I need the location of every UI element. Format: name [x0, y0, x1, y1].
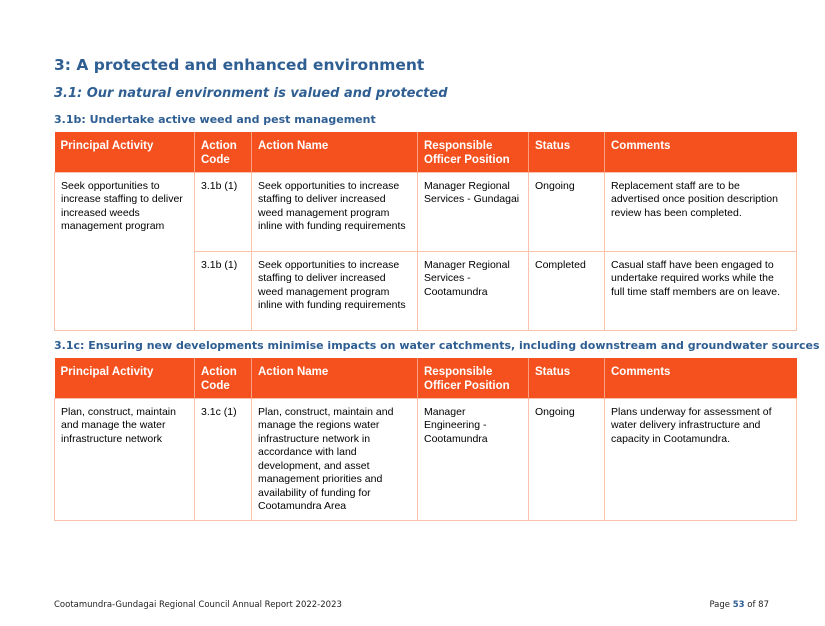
- column-header-action-name: Action Name: [251, 358, 418, 398]
- subsection-title: 3.1: Our natural environment is valued a…: [54, 86, 448, 101]
- officer-cell: Manager Regional Services - Gundagai: [417, 171, 529, 252]
- column-header-status: Status: [528, 132, 605, 172]
- column-header-responsible-officer: Responsible Officer Position: [417, 132, 529, 172]
- column-header-action-code: Action Code: [194, 358, 252, 398]
- comments-cell: Replacement staff are to be advertised o…: [604, 171, 797, 252]
- action-code-cell: 3.1c (1): [194, 397, 252, 521]
- action-name-cell: Seek opportunities to increase staffing …: [251, 171, 418, 252]
- total-pages: 87: [758, 600, 769, 610]
- action-name-cell: Seek opportunities to increase staffing …: [251, 250, 418, 331]
- column-header-comments: Comments: [604, 132, 797, 172]
- table-heading-3-1c: 3.1c: Ensuring new developments minimise…: [54, 339, 820, 352]
- status-cell: Completed: [528, 250, 605, 331]
- current-page: 53: [732, 600, 745, 610]
- page-prefix: Page: [709, 600, 731, 610]
- table-row: Seek opportunities to increase staffing …: [54, 171, 797, 331]
- action-code-cell: 3.1b (1): [194, 171, 252, 252]
- action-code-cell: 3.1b (1): [194, 250, 252, 331]
- footer-page-number: Page 53 of 87: [709, 600, 769, 610]
- column-header-action-name: Action Name: [251, 132, 418, 172]
- column-header-principal-activity: Principal Activity: [54, 358, 195, 398]
- status-cell: Ongoing: [528, 171, 605, 252]
- section-title: 3: A protected and enhanced environment: [54, 56, 425, 74]
- column-header-comments: Comments: [604, 358, 797, 398]
- officer-cell: Manager Engineering - Cootamundra: [417, 397, 529, 521]
- column-header-status: Status: [528, 358, 605, 398]
- comments-cell: Casual staff have been engaged to undert…: [604, 250, 797, 331]
- principal-activity-cell: Seek opportunities to increase staffing …: [54, 171, 195, 331]
- column-header-principal-activity: Principal Activity: [54, 132, 195, 172]
- page-of: of: [747, 600, 756, 610]
- table-header-row: Principal Activity Action Code Action Na…: [54, 358, 797, 398]
- footer-report-title: Cootamundra-Gundagai Regional Council An…: [54, 600, 342, 610]
- status-cell: Ongoing: [528, 397, 605, 521]
- action-table-3-1b: Principal Activity Action Code Action Na…: [54, 132, 797, 331]
- table-header-row: Principal Activity Action Code Action Na…: [54, 132, 797, 172]
- action-name-cell: Plan, construct, maintain and manage the…: [251, 397, 418, 521]
- officer-cell: Manager Regional Services - Cootamundra: [417, 250, 529, 331]
- principal-activity-cell: Plan, construct, maintain and manage the…: [54, 397, 195, 521]
- column-header-action-code: Action Code: [194, 132, 252, 172]
- action-table-3-1c: Principal Activity Action Code Action Na…: [54, 358, 797, 521]
- table-row: 3.1b (1) Seek opportunities to increase …: [55, 250, 797, 331]
- table-heading-3-1b: 3.1b: Undertake active weed and pest man…: [54, 113, 376, 126]
- comments-cell: Plans underway for assessment of water d…: [604, 397, 797, 521]
- table-row: Plan, construct, maintain and manage the…: [54, 397, 797, 521]
- column-header-responsible-officer: Responsible Officer Position: [417, 358, 529, 398]
